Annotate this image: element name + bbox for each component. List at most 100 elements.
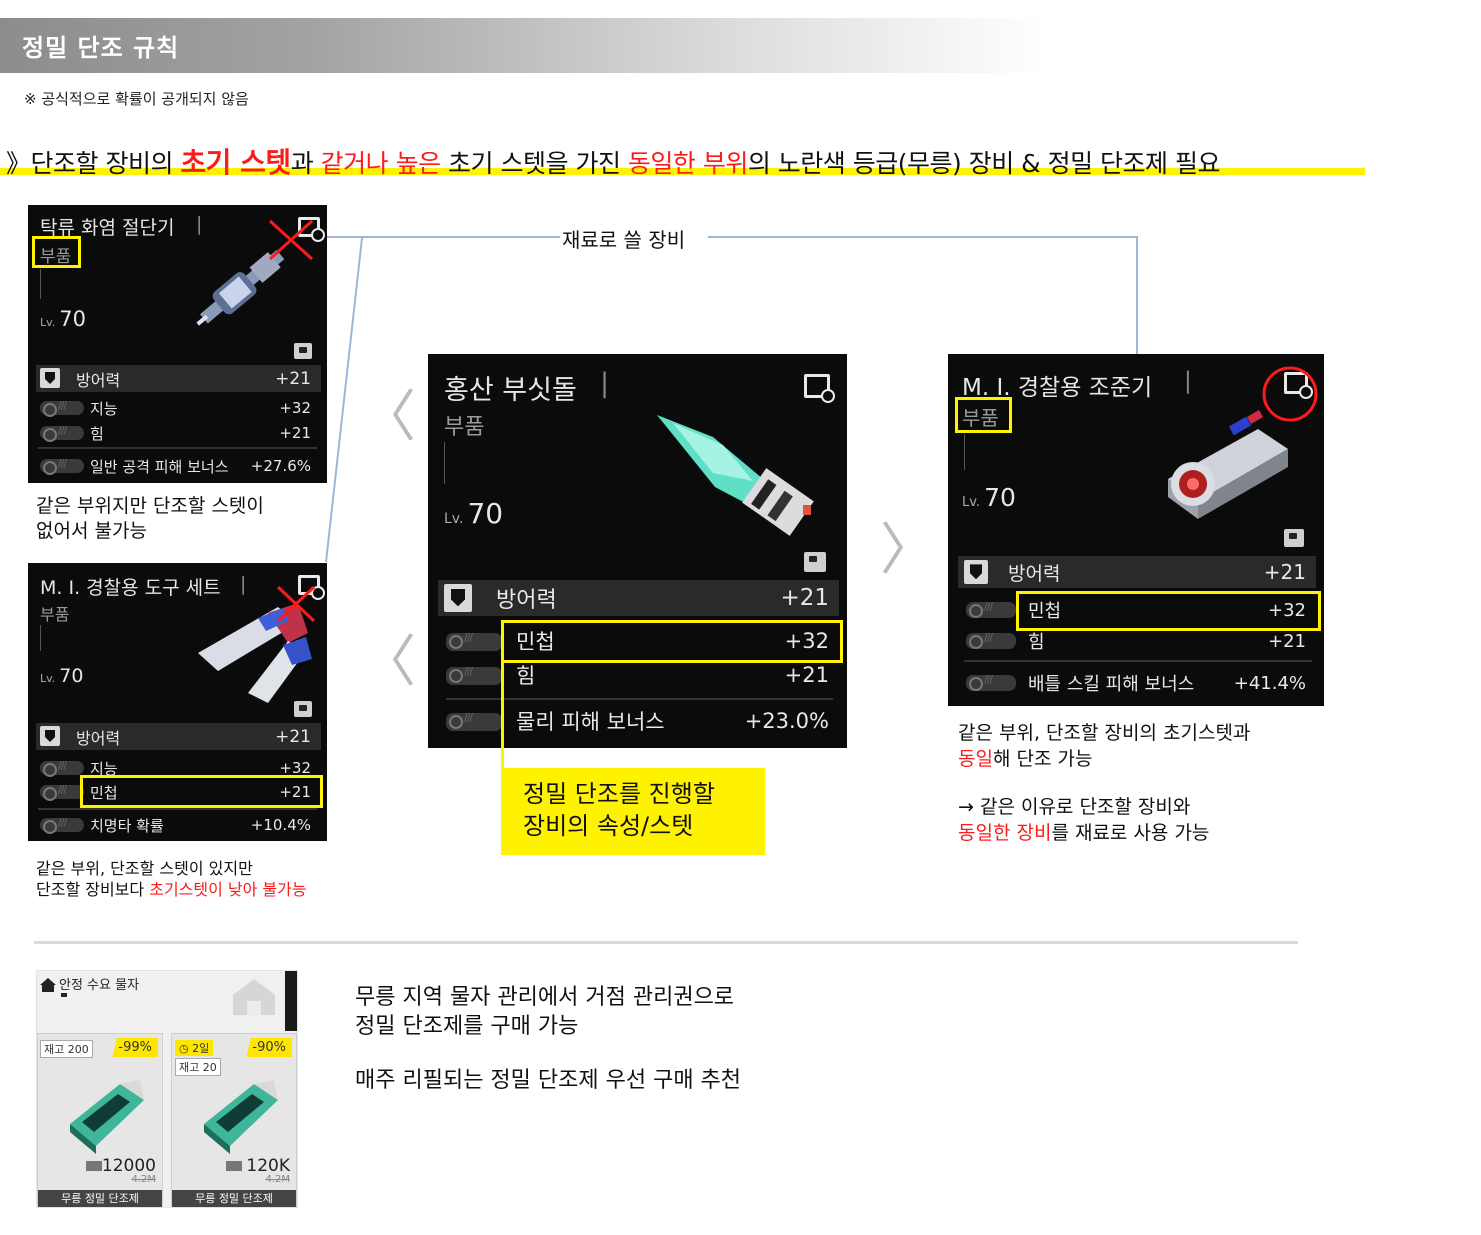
main-stat-row: 방어력 +21 [36, 365, 321, 392]
rule-highlight [0, 168, 1365, 175]
sub-stat-label: 치명타 확률 [90, 816, 164, 835]
main-stat-label: 방어력 [76, 728, 121, 748]
equipment-card-police-sight[interactable]: M. I. 경찰용 조준기 | 부품 Lv.70 방어력 +21 민첩 +32 … [948, 354, 1324, 706]
card-type: 부품 [444, 415, 485, 440]
substat-icon [966, 600, 1016, 618]
inspect-icon[interactable] [1284, 372, 1313, 399]
sub-stat-label: 물리 피해 보너스 [516, 710, 665, 734]
slot-highlight-box [955, 397, 1012, 433]
card-name-divider: | [240, 573, 247, 595]
shield-icon [40, 368, 60, 388]
card-vline [444, 442, 445, 484]
lock-icon[interactable] [294, 343, 312, 359]
substat-icon [40, 816, 84, 834]
shop-panel: 안정 수요 물자 재고 200 -99% 12000 4.2M 무릉 정밀 단조… [36, 970, 298, 1208]
sub-stat-label: 민첩 [516, 630, 555, 654]
caption-line: → 같은 이유로 단조할 장비와 [958, 796, 1191, 818]
rule-highlight-initial-stat: 초기 스텟 [180, 146, 291, 179]
rule-part: 의 노란색 등급(무릉) 장비 & 정밀 단조제 필요 [747, 149, 1221, 178]
caption-part: 단조할 장비보다 [36, 880, 150, 899]
shop-side-tab[interactable] [285, 971, 297, 1031]
sub-stat-value: +32 [1268, 599, 1306, 621]
card-vline [40, 269, 41, 299]
original-price: 4.2M [265, 1174, 290, 1185]
sub-stat-value: +21 [279, 424, 311, 442]
rule-text: 》단조할 장비의 초기 스텟과 같거나 높은 초기 스텟을 가진 동일한 부위의… [6, 141, 1366, 179]
main-stat-value: +21 [780, 585, 829, 611]
stat-highlight-box [501, 620, 843, 663]
stat-separator [964, 660, 1312, 662]
equipment-card-main-target[interactable]: 홍산 부싯돌 | 부품 Lv.70 방어력 +21 민첩 +32 힘 +21 물… [428, 354, 847, 748]
caption-highlight: 초기스텟이 낮아 불가능 [149, 880, 307, 899]
forging-agent-icon [204, 1080, 278, 1154]
caption-highlight: 동일 [958, 748, 993, 770]
substat-icon [40, 783, 84, 801]
card-type: 부품 [40, 605, 70, 624]
lock-icon[interactable] [294, 701, 312, 717]
caption-line: 동일해 단조 가능 [958, 746, 1250, 772]
card-name-divider: | [1184, 368, 1192, 394]
forging-agent-icon [70, 1080, 144, 1154]
sub-stat-label: 지능 [90, 759, 118, 778]
substat-icon [40, 457, 84, 475]
card-name-divider: | [600, 368, 610, 399]
substat-icon [446, 665, 502, 685]
connector-line [1136, 236, 1138, 354]
substat-icon [446, 711, 502, 731]
inspect-icon[interactable] [298, 217, 325, 242]
sub-stat-row: 힘 +21 [958, 628, 1316, 654]
sub-stat-row: 민첩 +32 [958, 597, 1316, 623]
main-stat-value: +21 [275, 368, 311, 389]
equipment-card-police-toolset[interactable]: M. I. 경찰용 도구 세트 | 부품 Lv.70 방어력 +21 지능 +3… [28, 563, 327, 841]
substat-icon [446, 631, 502, 651]
caption-line: 같은 부위, 단조할 장비의 초기스텟과 [958, 722, 1251, 744]
caption-card-a: 같은 부위지만 단조할 스텟이 없어서 불가능 [36, 494, 264, 544]
red-x-mark [276, 585, 316, 623]
inspect-icon[interactable] [804, 374, 835, 403]
callout-connector [501, 622, 504, 772]
currency-icon [86, 1161, 102, 1171]
card-level: Lv.70 [40, 665, 84, 687]
main-stat-row: 방어력 +21 [36, 723, 321, 750]
caption-line: 같은 부위지만 단조할 스텟이 [36, 495, 264, 517]
stat-highlight-box [80, 775, 323, 808]
connector-line [708, 236, 1138, 238]
card-level: Lv.70 [444, 497, 504, 530]
sub-stat-row: 힘 +21 [438, 660, 839, 690]
chevron-left-icon[interactable]: 〈 [360, 385, 416, 450]
chevron-right-icon[interactable]: 〉 [880, 518, 936, 583]
stat-highlight-box [1016, 591, 1321, 631]
substat-icon [40, 399, 84, 417]
sub-stat-value: +32 [279, 759, 311, 777]
original-price: 4.2M [131, 1174, 156, 1185]
shop-text-line: 정밀 단조제를 구매 가능 [355, 1014, 579, 1039]
card-type: 부품 [40, 247, 72, 267]
main-stat-value: +21 [275, 726, 311, 747]
card-vline [964, 434, 965, 470]
sub-stat-label: 힘 [1028, 632, 1045, 653]
card-name: M. I. 경찰용 도구 세트 [40, 577, 221, 599]
sub-stat-row: 지능 +32 [36, 758, 321, 778]
equipment-card-flame-cutter[interactable]: 탁류 화염 절단기 | 부품 Lv.70 방어력 +21 지능 +32 힘 +2… [28, 205, 327, 483]
item-name: 무릉 정밀 단조제 [38, 1190, 162, 1207]
home-icon [40, 978, 56, 992]
lock-icon[interactable] [804, 552, 826, 572]
shop-item[interactable]: ◷ 2일 재고 20 -90% 120K 4.2M 무릉 정밀 단조제 [171, 1033, 297, 1207]
rule-part: 》단조할 장비의 [6, 149, 181, 178]
lock-icon[interactable] [1284, 529, 1304, 547]
sub-stat-value: +41.4% [1233, 672, 1306, 694]
shop-text-line: 무릉 지역 물자 관리에서 거점 관리권으로 [355, 985, 735, 1010]
discount-badge: -90% [246, 1038, 292, 1057]
shop-item[interactable]: 재고 200 -99% 12000 4.2M 무릉 정밀 단조제 [37, 1033, 163, 1207]
main-stat-row: 방어력 +21 [438, 580, 839, 616]
probability-note: ※ 공식적으로 확률이 공개되지 않음 [24, 90, 249, 108]
callout-line: 정밀 단조를 진행할 [523, 780, 715, 808]
substat-icon [966, 673, 1016, 691]
caption-card-b: 같은 부위, 단조할 스텟이 있지만 단조할 장비보다 초기스텟이 낮아 불가능 [36, 858, 307, 900]
sub-stat-row: 치명타 확률 +10.4% [36, 815, 321, 835]
item-name: 무릉 정밀 단조제 [172, 1190, 296, 1207]
shop-text-line: 매주 리필되는 정밀 단조제 우선 구매 추천 [355, 1068, 742, 1093]
sub-stat-value: +27.6% [250, 457, 311, 475]
card-vline [40, 625, 41, 651]
chevron-left-icon[interactable]: 〈 [360, 630, 416, 695]
